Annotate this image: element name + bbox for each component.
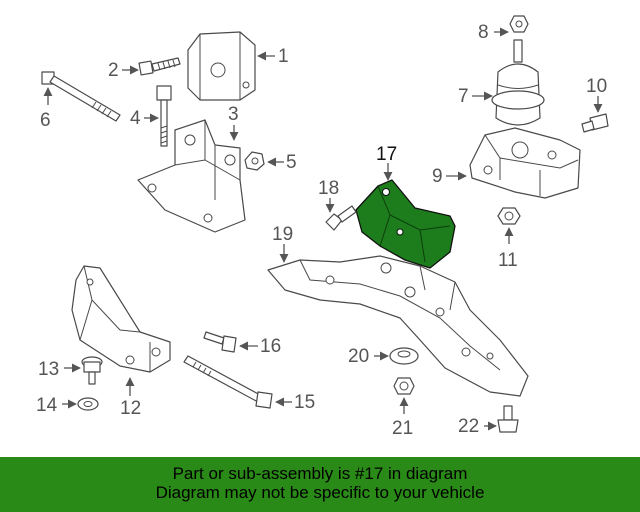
part-22-bolt[interactable] <box>484 405 519 433</box>
part-3-mount-bracket[interactable] <box>137 119 246 233</box>
callout-17: 17 <box>376 144 397 165</box>
callout-21: 21 <box>392 418 413 439</box>
callout-18: 18 <box>318 178 339 199</box>
callout-3: 3 <box>228 104 239 125</box>
callout-7: 7 <box>458 86 469 107</box>
part-20-bushing[interactable] <box>374 347 419 365</box>
callout-8: 8 <box>478 22 489 43</box>
callout-20: 20 <box>348 346 369 367</box>
part-10-bolt[interactable] <box>581 96 609 133</box>
part-11-nut[interactable] <box>497 207 521 244</box>
callout-2: 2 <box>108 60 119 81</box>
banner-part-note: Part or sub-assembly is #17 in diagram <box>172 464 468 483</box>
callout-6: 6 <box>40 110 51 131</box>
callout-22: 22 <box>458 416 479 437</box>
callout-1: 1 <box>278 46 289 67</box>
callout-19: 19 <box>272 224 293 245</box>
part-13-stud-mount[interactable] <box>64 356 103 385</box>
part-14-washer[interactable] <box>62 397 99 411</box>
part-19-crossmember[interactable] <box>267 244 529 397</box>
part-18-bolt[interactable] <box>325 198 357 231</box>
callout-11: 11 <box>498 250 518 271</box>
callout-13: 13 <box>38 359 59 380</box>
banner-disclaimer: Diagram may not be specific to your vehi… <box>155 483 485 502</box>
part-15-long-bolt[interactable] <box>183 355 292 409</box>
part-21-nut[interactable] <box>393 377 415 414</box>
callout-14: 14 <box>36 395 58 416</box>
part-8-nut[interactable] <box>494 15 529 37</box>
part-6-long-bolt[interactable] <box>41 71 121 122</box>
callout-4: 4 <box>130 108 141 129</box>
part-7-hydraulic-mount[interactable] <box>472 39 545 126</box>
part-16-bolt[interactable] <box>203 331 258 353</box>
part-17-transmission-mount-bracket[interactable] <box>355 163 456 269</box>
diagram-disclaimer-banner: Part or sub-assembly is #17 in diagram D… <box>0 457 640 512</box>
callout-9: 9 <box>432 166 443 187</box>
callout-15: 15 <box>294 392 315 413</box>
part-9-mount-bracket[interactable] <box>446 127 581 199</box>
callout-16: 16 <box>260 336 281 357</box>
callout-5: 5 <box>286 152 297 173</box>
callout-12: 12 <box>120 398 141 419</box>
part-2-bolt[interactable] <box>122 57 181 76</box>
part-1-engine-mount[interactable] <box>187 31 275 101</box>
part-4-bolt[interactable] <box>144 85 172 147</box>
exploded-parts-diagram: 1 2 3 4 5 6 7 8 9 10 11 12 13 14 15 16 1… <box>36 15 609 439</box>
part-12-side-bracket[interactable] <box>71 265 171 396</box>
part-5-nut[interactable] <box>244 151 284 171</box>
callout-10: 10 <box>586 76 607 97</box>
